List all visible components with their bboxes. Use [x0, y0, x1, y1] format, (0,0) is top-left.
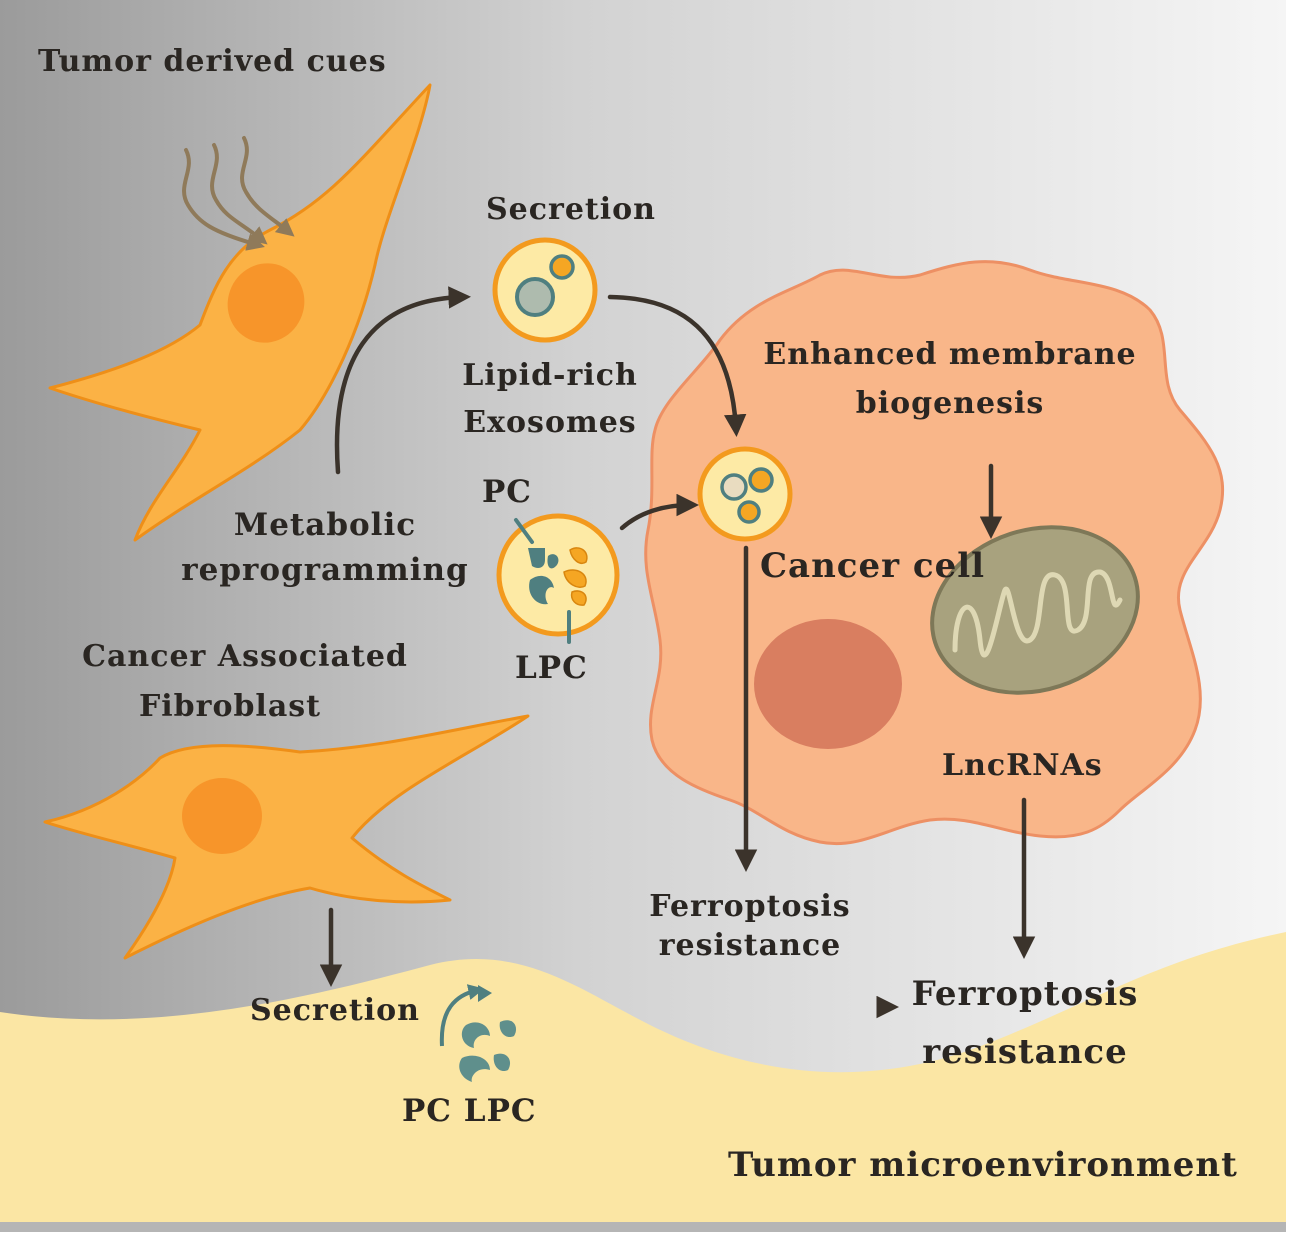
exosome-icon-in-cell — [697, 446, 793, 542]
flow-arrows — [319, 286, 1036, 1019]
label-ferroptosis-small: Ferroptosis — [649, 889, 851, 924]
label-lipid-rich: Lipid-rich — [462, 358, 638, 393]
exosome-icon-top — [492, 237, 598, 343]
tumor-microenvironment-region — [0, 932, 1286, 1222]
wavy-cue-arrows-icon — [182, 136, 295, 251]
arrow-secretion-to-cancer-cell — [607, 294, 747, 437]
label-exosomes: Exosomes — [463, 405, 637, 440]
label-fibroblast: Fibroblast — [138, 689, 322, 724]
mitochondrion-icon — [930, 525, 1140, 695]
pc-lpc-lipid-icon-bottom — [439, 984, 517, 1082]
label-lncrnas: LncRNAs — [942, 748, 1103, 783]
pc-lpc-vesicle-icon — [496, 513, 620, 644]
cancer-cell — [644, 260, 1225, 845]
label-pc: PC — [482, 474, 532, 510]
label-pc-lpc: PC LPC — [402, 1093, 537, 1129]
label-secretion-top: Secretion — [486, 192, 656, 227]
label-tumor-microenvironment: Tumor microenvironment — [728, 1145, 1238, 1185]
arrow-pc-lpc-to-exosome — [619, 493, 699, 531]
label-resistance-small: resistance — [658, 928, 842, 963]
label-cancer-cell: Cancer cell — [760, 546, 986, 586]
label-biogenesis: biogenesis — [855, 386, 1045, 421]
lpc-lipid-icon — [563, 547, 588, 606]
label-metabolic: Metabolic — [233, 507, 417, 543]
label-cancer-associated: Cancer Associated — [82, 639, 408, 674]
label-tumor-derived-cues: Tumor derived cues — [38, 44, 387, 79]
label-resistance-big: resistance — [922, 1032, 1128, 1072]
bottom-shadow — [0, 1222, 1286, 1232]
label-lpc: LPC — [515, 650, 588, 686]
label-ferroptosis-big: Ferroptosis — [911, 974, 1139, 1014]
arrow-metabolic-to-secretion — [334, 286, 471, 475]
label-enhanced-membrane: Enhanced membrane — [763, 337, 1137, 372]
fibroblast-cell-top — [48, 83, 432, 542]
label-reprogramming: reprogramming — [181, 552, 469, 588]
label-secretion-bottom: Secretion — [250, 993, 420, 1028]
fibroblast-cell-bottom — [43, 714, 530, 960]
pc-lipid-icon — [528, 548, 559, 605]
